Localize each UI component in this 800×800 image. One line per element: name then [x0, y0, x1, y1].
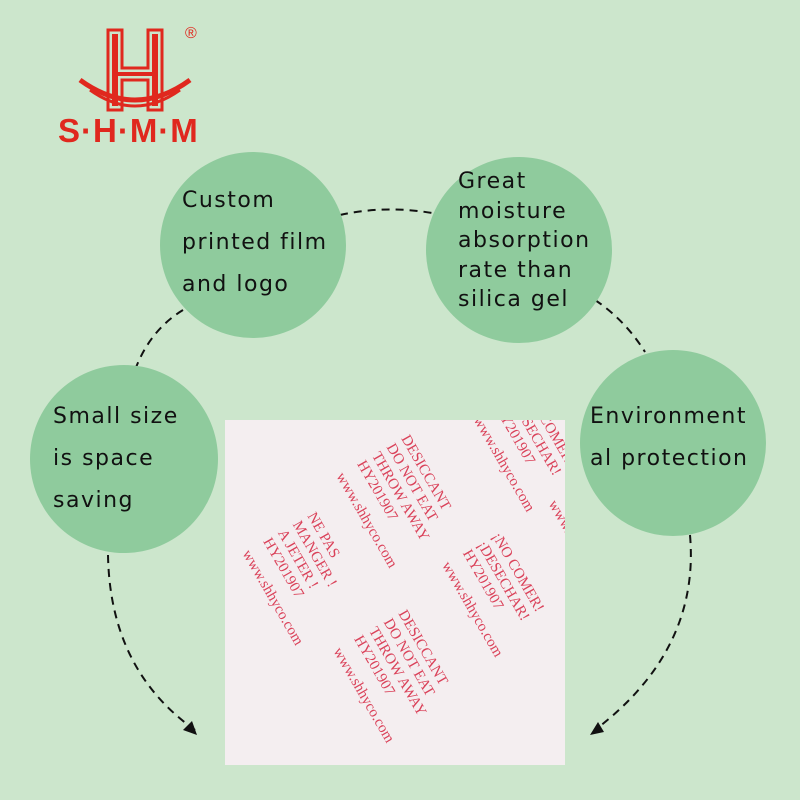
feature-bubble-custom-print: Custom printed film and logo [160, 152, 346, 338]
print-block-a: ¡NO COMER! ¡DESECHAR! HY201907 www.shhyc… [470, 420, 565, 515]
print-block-c: DESICCANT DO NOT EAT THROW AWAY HY201907… [333, 432, 454, 571]
print-line: www.shhyco.com [545, 498, 565, 599]
feature-line: absorption [458, 228, 591, 253]
feature-bubble-small-size: Small size is space saving [30, 365, 218, 553]
registered-mark: ® [185, 25, 197, 42]
feature-line: and logo [182, 272, 290, 297]
feature-line: al protection [590, 446, 749, 471]
feature-line: silica gel [458, 287, 569, 312]
desiccant-packet-photo: ¡NO COMER! ¡DESECHAR! HY201907 www.shhyc… [225, 420, 565, 765]
print-block-a2: ¡NO COMER! ¡DESECHAR! HY201907 www.shhyc… [438, 530, 546, 660]
feature-bubble-environmental: Environment al protection [580, 350, 766, 536]
feature-bubble-moisture-absorption: Great moisture absorption rate than sili… [426, 157, 612, 343]
feature-line: saving [53, 488, 134, 513]
print-block-c2: DESICCANT DO NOT EAT THROW AWAY HY201907… [330, 607, 451, 746]
print-block-b: NE PAS MANGER ! A JETER ! HY201907 www.s… [545, 498, 565, 599]
feature-line: moisture [458, 198, 568, 224]
feature-line: Custom [182, 188, 276, 213]
feature-line: is space [53, 446, 155, 471]
feature-line: Environment [590, 404, 747, 429]
feature-line: Great [458, 169, 527, 194]
arrow-heads [183, 721, 604, 735]
print-block-b2: NE PAS MANGER ! A JETER ! HY201907 www.s… [239, 510, 343, 649]
feature-line: Small size [53, 404, 179, 429]
brand-name: S·H·M·M [58, 112, 199, 149]
feature-line: printed film [182, 230, 328, 255]
shmm-logo: ® [78, 25, 197, 112]
feature-line: rate than [458, 257, 574, 283]
